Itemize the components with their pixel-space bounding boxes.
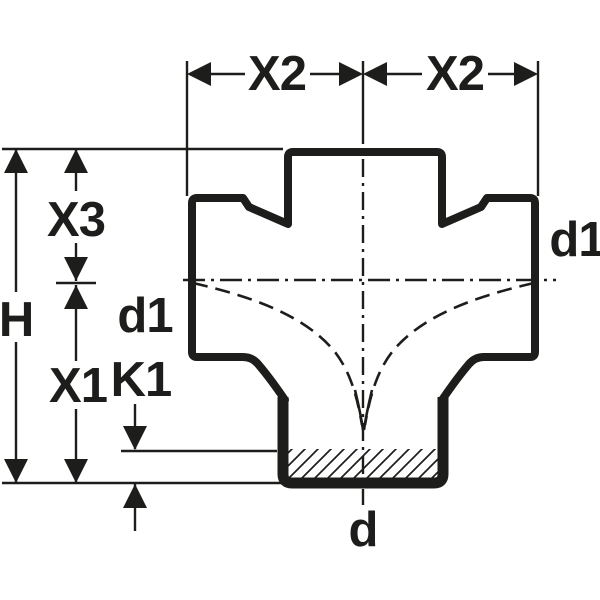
arrowhead-x2-far-right [514,62,538,86]
dim-label-d1-right: d1 [549,213,600,267]
dim-label-h: H [0,293,33,347]
arrowhead-h-top [4,149,28,173]
arrowhead-k1-down [123,426,147,450]
fitting-outline [188,148,539,404]
dim-label-x2-right: X2 [426,47,484,101]
dim-label-k1: K1 [111,353,172,407]
arrowhead-h-bottom [4,459,28,483]
arrowhead-x2-center-left [339,62,363,86]
flow-vee-tip-right [362,389,374,431]
arrowhead-x1-top [64,285,88,309]
arrowhead-x3-bottom [64,257,88,281]
dim-label-x3: X3 [47,193,105,247]
dim-label-d1-left: d1 [117,289,172,343]
dim-label-x2-left: X2 [248,47,306,101]
arrowhead-x2-far-left [187,62,211,86]
arrowhead-k1-up [123,484,147,508]
dim-label-x1: X1 [49,359,107,413]
arrowhead-x3-top [64,149,88,173]
dim-label-d: d [349,503,378,557]
arrowhead-x1-bottom [64,459,88,483]
arrowhead-x2-center-right [363,62,387,86]
